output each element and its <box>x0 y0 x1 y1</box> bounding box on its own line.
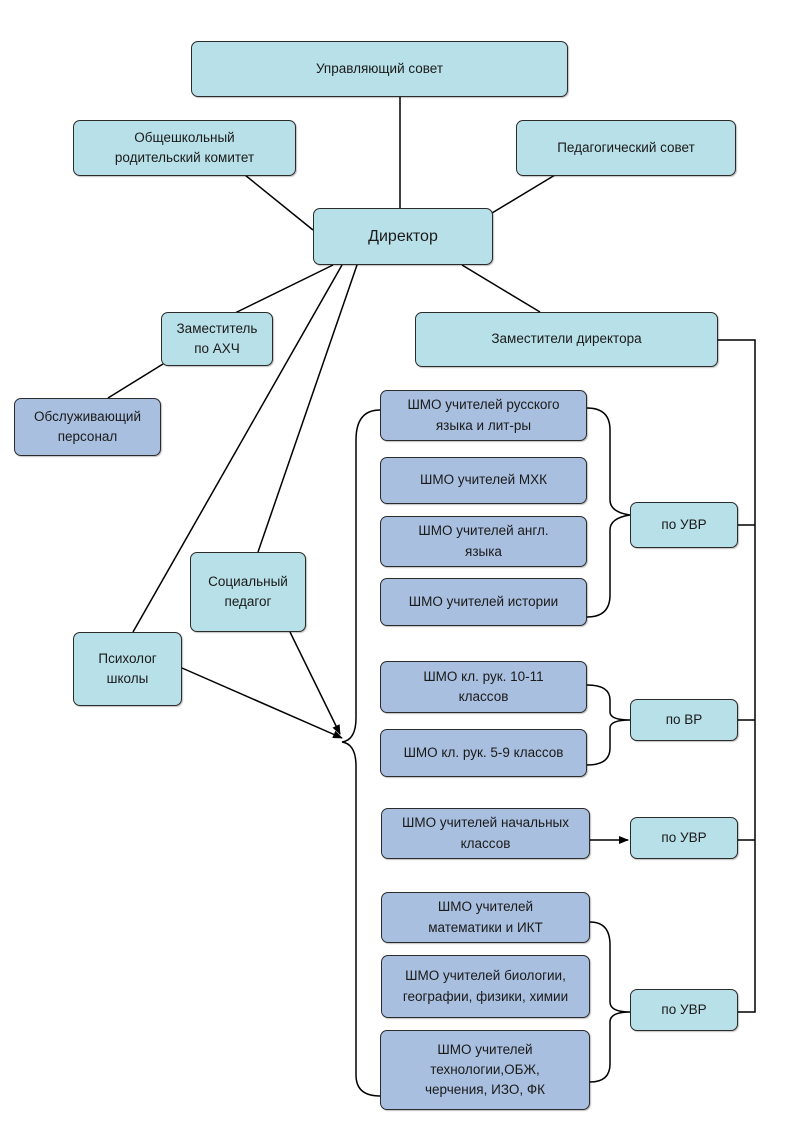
trunk-line <box>718 339 756 1013</box>
parent-committee-box: Общешкольный родительский комитет <box>73 120 296 176</box>
uvr-box-3: по УВР <box>630 989 738 1031</box>
service-staff-box: Обслуживающий персонал <box>14 398 161 456</box>
shmo-tech-box: ШМО учителей технологии,ОБЖ, черчения, И… <box>380 1030 590 1110</box>
uvr-label-1: по УВР <box>661 516 707 532</box>
director-box: Директор <box>313 208 493 265</box>
line-ahch-staff <box>107 363 164 399</box>
line-director-ahch <box>234 264 334 314</box>
brace-group-4 <box>589 921 631 1083</box>
parent-committee-label: Общешкольный родительский комитет <box>114 129 255 165</box>
shmo-english-label: ШМО учителей англ. языка <box>418 523 549 559</box>
shmo-tech-label: ШМО учителей технологии,ОБЖ, черчения, И… <box>425 1041 545 1098</box>
vr-label: по ВР <box>665 711 703 727</box>
director-label: Директор <box>368 227 438 245</box>
shmo-mhk-label: ШМО учителей МХК <box>419 472 548 488</box>
deputies-box: Заместители директора <box>415 312 718 367</box>
shmo-russian-box: ШМО учителей русского языка и лит-ры <box>380 390 587 441</box>
vr-box: по ВР <box>630 699 738 741</box>
shmo-kl-5-9-box: ШМО кл. рук. 5-9 классов <box>380 729 587 777</box>
uvr-box-2: по УВР <box>630 817 738 859</box>
brace-group-2 <box>586 684 631 766</box>
council-label: Управляющий совет <box>315 60 444 76</box>
shmo-math-label: ШМО учителей математики и ИКТ <box>428 899 543 935</box>
uvr-label-3: по УВР <box>661 1001 707 1017</box>
shmo-math-box: ШМО учителей математики и ИКТ <box>381 892 590 943</box>
uvr-label-2: по УВР <box>661 829 707 845</box>
shmo-english-box: ШМО учителей англ. языка <box>380 516 587 567</box>
line-director-social <box>257 264 358 553</box>
arrow-psych-brace <box>181 667 343 739</box>
ped-council-box: Педагогический совет <box>516 120 736 176</box>
shmo-kl-10-11-label: ШМО кл. рук. 10-11 классов <box>423 668 544 704</box>
brace-group-1 <box>586 407 631 618</box>
shmo-russian-label: ШМО учителей русского языка и лит-ры <box>407 397 560 433</box>
shmo-history-box: ШМО учителей истории <box>380 578 587 626</box>
shmo-history-label: ШМО учителей истории <box>408 593 559 609</box>
deputy-ahch-box: Заместитель по АХЧ <box>161 312 273 366</box>
shmo-primary-label: ШМО учителей начальных классов <box>402 815 569 851</box>
service-staff-label: Обслуживающий персонал <box>33 408 142 444</box>
deputies-label: Заместители директора <box>491 331 642 347</box>
shmo-science-label: ШМО учителей биологии, географии, физики… <box>402 968 569 1004</box>
line-parents-director <box>244 174 314 231</box>
shmo-mhk-box: ШМО учителей МХК <box>380 457 587 504</box>
line-director-deputies <box>461 264 541 313</box>
big-brace <box>341 409 381 1097</box>
line-director-psych <box>132 264 343 633</box>
shmo-kl-5-9-label: ШМО кл. рук. 5-9 классов <box>403 744 564 760</box>
arrow-social-brace <box>289 631 341 735</box>
shmo-primary-box: ШМО учителей начальных классов <box>381 808 590 859</box>
deputy-ahch-label: Заместитель по АХЧ <box>176 320 258 356</box>
shmo-kl-10-11-box: ШМО кл. рук. 10-11 классов <box>380 661 587 713</box>
line-pedcouncil-director <box>491 174 556 214</box>
social-pedagog-label: Социальный педагог <box>208 573 288 609</box>
psychologist-label: Психолог школы <box>98 650 157 686</box>
social-pedagog-box: Социальный педагог <box>190 552 306 632</box>
shmo-science-box: ШМО учителей биологии, географии, физики… <box>381 955 590 1018</box>
psychologist-box: Психолог школы <box>73 632 182 706</box>
uvr-box-1: по УВР <box>630 502 738 548</box>
ped-council-label: Педагогический совет <box>557 139 695 155</box>
council-box: Управляющий совет <box>191 41 568 97</box>
